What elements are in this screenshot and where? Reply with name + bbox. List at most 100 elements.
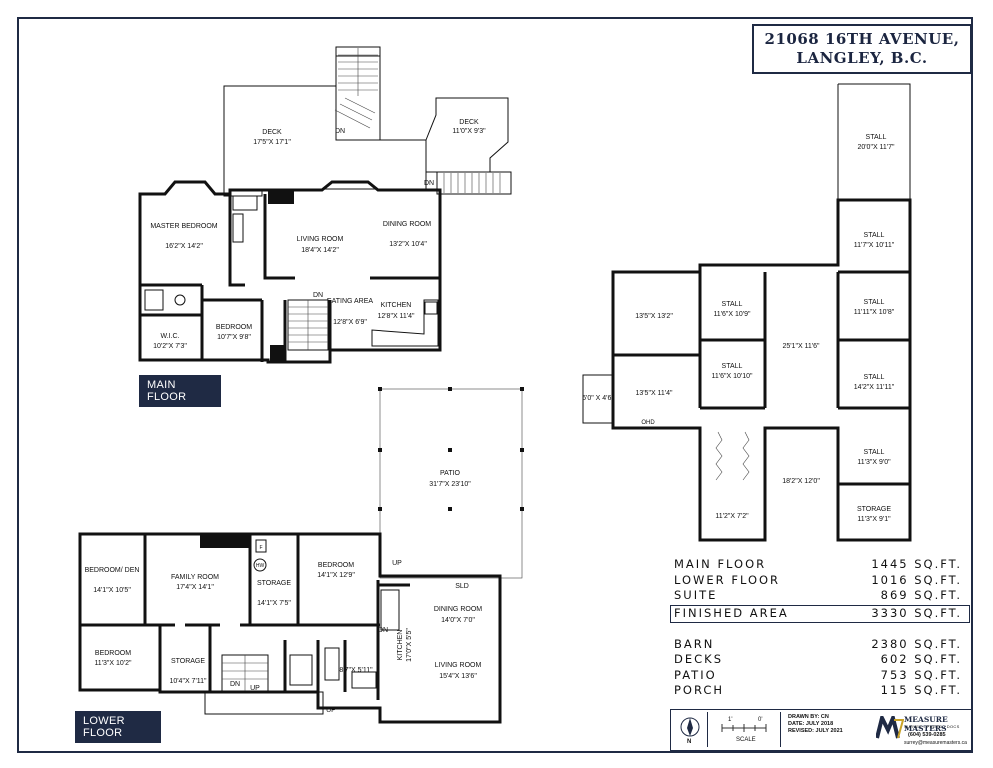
area-row-decks: DECKS 602 SQ.FT. [672, 652, 962, 668]
kitchen2-dims: 17'0"X 5'5" [406, 628, 413, 662]
family-name: FAMILY ROOM [171, 574, 219, 581]
lower-up-1: UP [392, 560, 402, 567]
area-row-patio: PATIO 753 SQ.FT. [672, 668, 962, 684]
storage3-dims: 11'3"X 9'1" [857, 516, 891, 523]
storage2-name: STORAGE [171, 658, 205, 665]
area-label: LOWER FLOOR [674, 572, 781, 587]
small-dims: 8'7"X 5'11" [339, 667, 373, 674]
living2-dims: 15'4"X 13'6" [439, 673, 477, 680]
small2-dims: 6'0" X 4'6" [582, 395, 614, 402]
main-floor-label: MAIN FLOOR [139, 375, 221, 407]
deck1-name: DECK [262, 129, 282, 136]
storage1-dims: 14'1"X 7'5" [257, 600, 291, 607]
company-logo: MEASURE MASTERS SURVEY • PHOTO • DOCS (6… [874, 712, 969, 748]
deck2-name: DECK [459, 119, 479, 126]
area-value: 3330 SQ.FT. [871, 605, 962, 620]
living2-name: LIVING ROOM [435, 662, 482, 669]
lower-dn-1: DN [378, 627, 388, 634]
lower-floor-label: LOWER FLOOR [75, 711, 161, 743]
area-row-main: MAIN FLOOR 1445 SQ.FT. [672, 557, 962, 573]
wic-dims: 10'2"X 7'3" [153, 343, 187, 350]
area-row-suite: SUITE 869 SQ.FT. [672, 588, 962, 604]
scale-label: SCALE [736, 737, 756, 743]
area-label: FINISHED AREA [674, 605, 789, 620]
stall5-dims: 11'6"X 10'10" [712, 373, 754, 380]
dining-name: DINING ROOM [383, 221, 431, 228]
stall1-name: STALL [866, 134, 887, 141]
bedroom2-name: BEDROOM [318, 562, 354, 569]
lower-sld: SLD [455, 583, 469, 590]
area-label: MAIN FLOOR [674, 557, 767, 571]
stall3-dims: 11'6"X 10'9" [713, 311, 751, 318]
area-summary: MAIN FLOOR 1445 SQ.FT. LOWER FLOOR 1016 … [670, 557, 970, 699]
lower-up-3: UP [326, 707, 336, 714]
bedden-dims: 14'1"X 10'5" [93, 587, 131, 594]
title-block: N 1' 0' SCALE DRAWN BY: CN DATE: JULY 20… [670, 709, 972, 751]
scale-bar-icon [721, 724, 767, 732]
bedroom3-dims: 11'3"X 10'2" [94, 660, 132, 667]
barn-plan [582, 83, 912, 542]
scale-panel: 1' 0' SCALE [708, 712, 781, 747]
eating-dims: 12'8"X 6'9" [333, 319, 367, 326]
patio-name: PATIO [440, 470, 461, 477]
stall4-name: STALL [864, 299, 885, 306]
bedden-name: BEDROOM/ DEN [85, 567, 140, 574]
lower-f: F [259, 545, 262, 551]
room1-dims: 13'5"X 13'2" [635, 313, 673, 320]
room3-dims: 11'2"X 7'2" [715, 513, 749, 520]
lower-hw: HW [256, 563, 265, 569]
living-dims: 18'4"X 14'2" [301, 247, 339, 254]
brand-tagline: SURVEY • PHOTO • DOCS [904, 724, 960, 729]
north-arrow-panel: N [673, 712, 708, 747]
area-value: 602 SQ.FT. [880, 652, 962, 666]
master-dims: 16'2"X 14'2" [165, 243, 203, 250]
main-floor-plan [138, 46, 512, 364]
north-label: N [687, 739, 692, 745]
stall7-name: STALL [864, 449, 885, 456]
deck2-dims: 11'0"X 9'3" [452, 128, 486, 135]
address-line-1: 21068 16TH AVENUE, [764, 30, 960, 48]
measure-masters-logo-icon [876, 716, 904, 739]
stall4-dims: 11'11"X 10'8" [854, 309, 895, 316]
kitchen2-name: KITCHEN [397, 630, 404, 661]
stall7-dims: 11'3"X 9'0" [857, 459, 891, 466]
stall5-name: STALL [722, 363, 743, 370]
area-value: 115 SQ.FT. [880, 683, 962, 697]
stall6-name: STALL [864, 374, 885, 381]
barn-ohd: OHD [641, 420, 655, 426]
kitchen-dims: 12'8"X 11'4" [377, 313, 415, 320]
area-row-finished: FINISHED AREA 3330 SQ.FT. [670, 604, 970, 623]
drawing-credits: DRAWN BY: CN DATE: JULY 2018 REVISED: JU… [788, 714, 878, 735]
lower-up-2: UP [250, 685, 260, 692]
storage3-name: STORAGE [857, 506, 891, 513]
area-label: DECKS [674, 652, 723, 666]
main-dn-3: DN [313, 292, 323, 299]
stall2-name: STALL [864, 232, 885, 239]
drawing-date: DATE: JULY 2018 [788, 721, 834, 727]
room2-dims: 13'5"X 11'4" [635, 390, 673, 397]
aisle2-dims: 18'2"X 12'0" [782, 478, 820, 485]
family-dims: 17'4"X 14'1" [176, 584, 214, 591]
patio-dims: 31'7"X 23'10" [429, 481, 471, 488]
dining2-name: DINING ROOM [434, 606, 482, 613]
bedroom-dims: 10'7"X 9'8" [217, 334, 251, 341]
area-value: 1445 SQ.FT. [871, 557, 962, 571]
area-value: 2380 SQ.FT. [871, 636, 962, 651]
main-dn-2: DN [424, 180, 434, 187]
master-name: MASTER BEDROOM [150, 223, 217, 230]
stall3-name: STALL [722, 301, 743, 308]
living-name: LIVING ROOM [297, 236, 344, 243]
north-arrow-icon [680, 717, 700, 737]
wic-name: W.I.C. [160, 333, 179, 340]
scale-mark-1: 1' [728, 717, 733, 723]
dining2-dims: 14'0"X 7'0" [441, 617, 475, 624]
main-dn-1: DN [335, 128, 345, 135]
drawn-by: DRAWN BY: CN [788, 714, 829, 720]
scale-mark-2: 0' [758, 717, 763, 723]
area-value: 753 SQ.FT. [880, 667, 962, 682]
bedroom-name: BEDROOM [216, 324, 252, 331]
area-label: BARN [674, 636, 715, 651]
storage2-dims: 10'4"X 7'11" [169, 678, 207, 685]
